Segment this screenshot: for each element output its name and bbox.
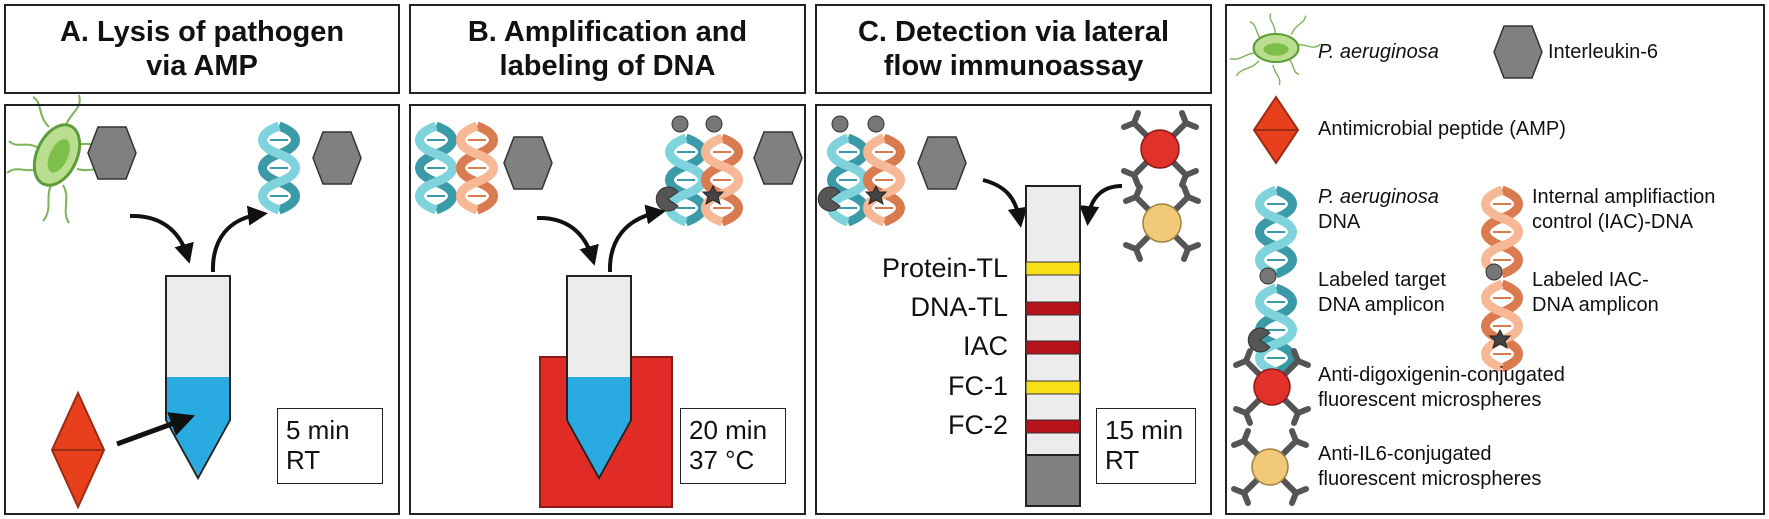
panel-a-art — [5, 93, 362, 510]
legend-iac-label: Internal amplifiaction control (IAC)-DNA — [1532, 185, 1715, 235]
legend-anti-il6-label: Anti-IL6-conjugated fluorescent microsph… — [1318, 442, 1541, 492]
legend-pa-dna-italic: P. aeruginosa — [1318, 186, 1439, 208]
panel-b-title: B. Amplification and labeling of DNA — [467, 16, 748, 82]
legend-anti-dig-icon — [1236, 351, 1308, 423]
legend-pa-label: P. aeruginosa — [1318, 41, 1439, 63]
anti-dig-microsphere-c — [1124, 113, 1196, 185]
panel-c-title-box: C. Detection via lateral flow immunoassa… — [815, 4, 1212, 94]
arrow-into-tube-a — [129, 213, 194, 264]
panel-b-time-box: 20 min 37 °C — [680, 408, 786, 484]
panel-c-temp: RT — [1105, 445, 1140, 475]
legend-anti-dig-line1: Anti-digoxigenin-conjugated — [1318, 364, 1565, 386]
legend-labeled-target-line2: DNA amplicon — [1318, 294, 1445, 316]
band-protein-tl — [1025, 261, 1081, 276]
panel-c-time: 15 min — [1105, 415, 1184, 445]
panel-b-art — [420, 115, 803, 508]
legend-anti-dig-line2: fluorescent microspheres — [1318, 389, 1542, 411]
panel-a-frame — [4, 104, 400, 515]
legend-anti-il6-line2: fluorescent microspheres — [1318, 468, 1542, 490]
legend-anti-dig-label: Anti-digoxigenin-conjugated fluorescent … — [1318, 363, 1565, 413]
panel-b-temp: 37 °C — [689, 445, 755, 475]
panel-c-time-box: 15 min RT — [1096, 408, 1196, 484]
legend-labeled-iac-label: Labeled IAC- DNA amplicon — [1532, 268, 1659, 318]
band-fc1 — [1025, 380, 1081, 395]
legend-il6-label: Interleukin-6 — [1548, 41, 1659, 63]
strip-label-iac: IAC — [962, 331, 1008, 361]
legend-labeled-target-line1: Labeled target — [1318, 269, 1446, 291]
panel-a-time-box: 5 min RT — [277, 408, 383, 484]
panel-a-time: 5 min — [286, 415, 350, 445]
panel-b-title-box: B. Amplification and labeling of DNA — [409, 4, 806, 94]
panel-b-frame — [409, 104, 806, 515]
strip-label-fc1: FC-1 — [948, 371, 1008, 401]
strip-absorbent-pad — [1025, 454, 1081, 507]
tube-b — [566, 275, 632, 481]
strip-label-protein-tl: Protein-TL — [881, 253, 1008, 283]
panel-a-title-box: A. Lysis of pathogen via AMP — [4, 4, 400, 94]
arrow-into-tube-b — [536, 215, 599, 266]
arrow-into-strip-right — [1079, 184, 1123, 226]
lateral-flow-strip — [1025, 185, 1081, 507]
legend-labeled-target-label: Labeled target DNA amplicon — [1318, 268, 1446, 318]
legend-pa-dna-label: P. aeruginosa DNA — [1318, 185, 1439, 235]
panel-b-time: 20 min — [689, 415, 768, 445]
legend-labeled-iac-line2: DNA amplicon — [1532, 294, 1659, 316]
legend-iac-line2: control (IAC)-DNA — [1532, 211, 1694, 233]
legend-amp-icon — [1252, 95, 1300, 165]
legend-anti-il6-icon — [1234, 431, 1306, 503]
arrow-out-tube-b — [607, 204, 666, 273]
arrow-into-strip-left — [982, 178, 1028, 228]
panel-c-title: C. Detection via lateral flow immunoassa… — [857, 16, 1170, 82]
panel-c-frame — [815, 104, 1212, 515]
legend-amp-label: Antimicrobial peptide (AMP) — [1318, 118, 1566, 140]
amp-icon — [50, 390, 106, 510]
panel-c-art — [817, 113, 1198, 507]
strip-label-fc2: FC-2 — [948, 410, 1008, 440]
legend-anti-il6-line1: Anti-IL6-conjugated — [1318, 443, 1492, 465]
band-iac — [1025, 340, 1081, 355]
legend-pa-dna-rest: DNA — [1318, 211, 1361, 233]
arrow-out-tube-a — [210, 205, 268, 273]
legend-art — [1217, 0, 1543, 503]
strip-label-dna-tl: DNA-TL — [910, 292, 1008, 322]
panel-a-title: A. Lysis of pathogen via AMP — [59, 16, 345, 82]
band-dna-tl — [1025, 301, 1081, 316]
legend-iac-line1: Internal amplifiaction — [1532, 186, 1716, 208]
panel-a-temp: RT — [286, 445, 321, 475]
anti-il6-microsphere-c — [1126, 187, 1198, 259]
legend-labeled-iac-line1: Labeled IAC- — [1532, 269, 1649, 291]
band-fc2 — [1025, 419, 1081, 434]
arrow-amp-to-tube — [116, 412, 196, 447]
legend-frame — [1225, 4, 1765, 515]
